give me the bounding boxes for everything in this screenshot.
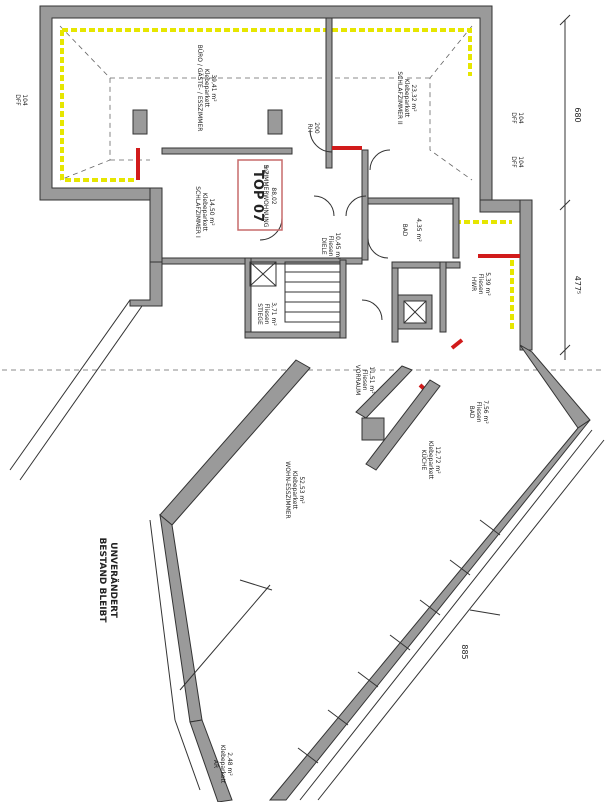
room-floor: Fliesen — [475, 401, 482, 422]
room-floor: Fliesen — [361, 369, 368, 390]
room-ar: AR Klebeparkett 2,48 m² — [212, 745, 233, 784]
room-vorraum: VORRAUM Fliesen 11,51 m² — [354, 365, 375, 396]
window-markers — [297, 519, 501, 764]
room-floor: Klebeparkett — [201, 193, 208, 232]
room-bad-1: BAD 4,35 m² — [401, 218, 422, 242]
room-area: 23,32 m² — [410, 84, 417, 112]
window-tag: DFF 104 — [510, 156, 524, 168]
room-floor: Klebeparkett — [291, 471, 298, 510]
room-area: 3,71 m² — [270, 302, 277, 326]
apartment-area: 88,02 — [270, 187, 277, 204]
room-bad-2: BAD Fliesen 7,56 m² — [468, 400, 489, 424]
room-diele: DIELE Fliesen 10,45 m² — [320, 232, 341, 260]
staircase — [249, 261, 341, 323]
window-tag: DFF 104 — [14, 94, 28, 106]
upper-wing-walls — [39, 5, 533, 351]
room-area: 39,41 m² — [210, 74, 217, 102]
svg-text:200: 200 — [313, 122, 320, 134]
room-name: KÜCHE — [420, 450, 427, 471]
chimneys — [132, 109, 385, 441]
room-name: SCHLAFZIMMER I — [194, 186, 201, 238]
apartment-label: TOP 07 — [250, 170, 265, 222]
room-name: SCHLAFZIMMER II — [396, 71, 403, 124]
svg-text:DFF: DFF — [510, 112, 517, 124]
room-name: HWR — [470, 277, 477, 292]
window-tag: RH 200 — [306, 122, 320, 134]
room-name: DIELE — [320, 237, 327, 255]
kneewall-markers — [60, 28, 514, 330]
apartment-label-box: TOP 07 5 ZIMMERWOHNUNG 88,02 m2 — [237, 159, 283, 231]
room-labels: BÜRO / GÄSTE- / ESSZIMMER Klebeparkett 3… — [194, 45, 491, 784]
room-floor: Klebeparkett — [427, 441, 434, 480]
note-line-2: UNVERÄNDERT — [108, 542, 119, 619]
room-schlafzimmer-2: SCHLAFZIMMER II Klebeparkett 23,32 m² — [396, 71, 417, 124]
room-hwr: HWR Fliesen 5,39 m² — [470, 272, 491, 296]
svg-text:104: 104 — [517, 112, 524, 124]
room-area: 7,56 m² — [482, 400, 489, 424]
room-floor: Fliesen — [263, 303, 270, 324]
room-area: 10,45 m² — [334, 232, 341, 260]
dimension-lines: 680 477⁵ 885 — [460, 14, 582, 660]
room-floor: Klebeparkett — [203, 69, 210, 108]
room-name: BAD — [468, 406, 475, 419]
room-name: BÜRO / GÄSTE- / ESSZIMMER — [196, 45, 203, 132]
room-area: 2,48 m² — [226, 752, 233, 776]
room-floor: Klebeparkett — [219, 745, 226, 784]
room-area: 14,50 m² — [208, 198, 215, 226]
room-name: AR — [212, 760, 219, 768]
room-kueche: KÜCHE Klebeparkett 12,72 m² — [420, 441, 441, 480]
room-area: 11,51 m² — [368, 366, 375, 394]
room-name: WOHN-ESSZIMMER — [284, 461, 291, 518]
shaft — [397, 294, 433, 330]
room-name: STIEGE — [256, 303, 263, 325]
room-area: 12,72 m² — [434, 446, 441, 474]
dim-right-bottom: 885 — [460, 644, 469, 659]
svg-text:RH: RH — [306, 124, 313, 133]
room-stiege: STIEGE Fliesen 3,71 m² — [256, 302, 277, 326]
room-floor: Fliesen — [477, 273, 484, 294]
room-schlafzimmer-1: SCHLAFZIMMER I Klebeparkett 14,50 m² — [194, 186, 215, 238]
svg-text:104: 104 — [517, 156, 524, 168]
bestand-note: BESTAND BLEIBT UNVERÄNDERT — [97, 537, 119, 623]
inner-walls — [161, 17, 461, 343]
lower-wing-walls — [129, 261, 591, 802]
exterior-lines — [9, 299, 605, 801]
svg-text:DFF: DFF — [510, 156, 517, 168]
room-name: BAD — [401, 224, 408, 237]
room-wohn-esszimmer: WOHN-ESSZIMMER Klebeparkett 52,53 m² — [284, 461, 305, 518]
svg-text:104: 104 — [21, 94, 28, 106]
room-area: 52,53 m² — [298, 476, 305, 504]
room-name: VORRAUM — [354, 365, 361, 396]
room-floor: Fliesen — [327, 235, 334, 256]
room-buero: BÜRO / GÄSTE- / ESSZIMMER Klebeparkett 3… — [196, 45, 217, 132]
dim-right-top: 680 — [573, 107, 582, 122]
dim-right-mid: 477⁵ — [573, 276, 582, 294]
apartment-type: 5 ZIMMERWOHNUNG — [262, 165, 269, 228]
room-area: 4,35 m² — [415, 218, 422, 242]
room-floor: Klebeparkett — [403, 79, 410, 118]
note-line-1: BESTAND BLEIBT — [97, 537, 107, 623]
window-tags: DFF 104 DFF 104 DFF 104 RH 200 — [14, 94, 524, 168]
window-tag: DFF 104 — [510, 112, 524, 124]
apartment-unit: m2 — [262, 165, 269, 175]
svg-text:DFF: DFF — [14, 94, 21, 106]
room-area: 5,39 m² — [484, 272, 491, 296]
